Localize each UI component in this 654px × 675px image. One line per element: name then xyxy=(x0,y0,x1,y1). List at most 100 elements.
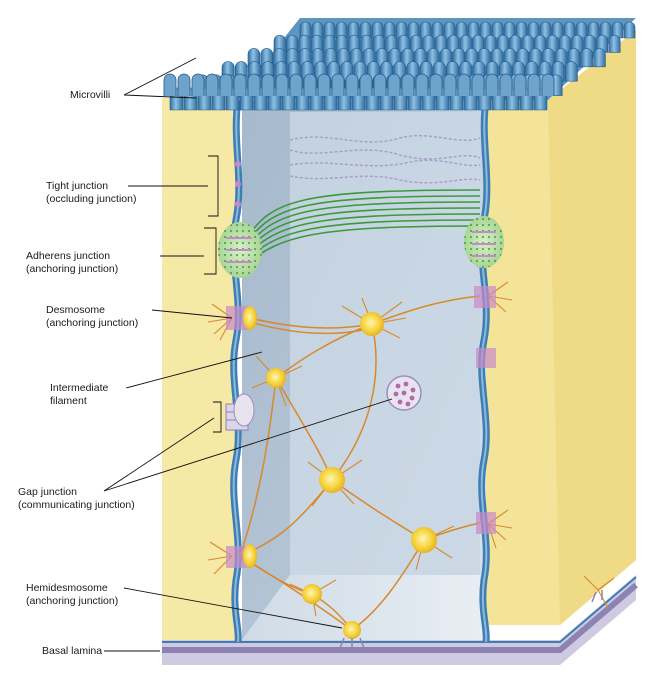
microvillus xyxy=(360,34,373,53)
microvillus xyxy=(311,21,324,39)
microvillus xyxy=(345,73,359,96)
microvillus xyxy=(527,73,541,96)
adherens-junction-subtitle: (anchoring junction) xyxy=(26,263,119,275)
microvillus xyxy=(593,48,606,68)
microvillus xyxy=(546,34,559,53)
microvillus xyxy=(527,21,540,39)
microvillus xyxy=(431,21,444,39)
hemidesmosome-anchors xyxy=(339,590,603,649)
microvillus xyxy=(298,34,311,53)
left-cell-face xyxy=(162,98,236,650)
microvilli-group xyxy=(163,21,636,111)
microvillus xyxy=(491,21,504,39)
microvillus xyxy=(371,21,384,39)
label-basal-lamina: Basal lamina xyxy=(42,645,103,657)
gap-junction-subtitle: (communicating junction) xyxy=(18,499,135,511)
microvillus xyxy=(485,73,499,96)
label-gap-junction: Gap junction (communicating junction) xyxy=(18,486,135,512)
label-microvilli: Microvilli xyxy=(70,89,111,101)
microvillus xyxy=(163,73,177,96)
gap-junction-title: Gap junction xyxy=(18,486,77,498)
back-wall xyxy=(290,112,480,575)
filament-sprays xyxy=(207,281,615,617)
microvillus xyxy=(310,34,323,53)
tight-junction-proteins xyxy=(235,161,241,207)
microvillus xyxy=(373,73,387,96)
microvillus xyxy=(191,73,205,96)
microvillus xyxy=(422,34,435,53)
microvillus xyxy=(219,73,233,96)
microvillus xyxy=(587,21,600,39)
microvillus xyxy=(623,21,636,39)
label-desmosome: Desmosome (anchoring junction) xyxy=(46,304,138,330)
microvillus xyxy=(455,21,468,39)
microvillus xyxy=(443,73,457,96)
leader-lines xyxy=(103,57,393,652)
microvillus xyxy=(286,34,299,53)
microvillus xyxy=(177,73,191,96)
tight-junction-subtitle: (occluding junction) xyxy=(46,193,137,205)
microvillus xyxy=(335,21,348,39)
microvillus xyxy=(233,73,247,96)
microvillus xyxy=(583,34,596,53)
microvillus xyxy=(539,21,552,39)
microvillus xyxy=(261,73,275,96)
microvillus xyxy=(534,34,547,53)
hemidesmosome-title: Hemidesmosome xyxy=(26,582,108,594)
microvillus xyxy=(541,73,555,96)
microvillus xyxy=(359,73,373,96)
desmosome-title: Desmosome xyxy=(46,304,105,316)
microvillus xyxy=(509,34,522,53)
microvillus xyxy=(289,73,303,96)
microvillus xyxy=(459,34,472,53)
label-tight-junction: Tight junction (occluding junction) xyxy=(46,180,136,206)
microvillus xyxy=(558,34,571,53)
intermediate-filament-line1: Intermediate xyxy=(50,382,109,394)
microvillus xyxy=(457,73,471,96)
desmosome-subtitle: (anchoring junction) xyxy=(46,317,139,329)
adherens-junction-title: Adherens junction xyxy=(26,250,111,262)
microvillus xyxy=(551,21,564,39)
tight-junction-strands xyxy=(289,134,481,184)
microvillus xyxy=(479,21,492,39)
intermediate-filament-line2: filament xyxy=(50,395,87,407)
microvillus xyxy=(513,73,527,96)
microvillus xyxy=(484,34,497,53)
microvillus xyxy=(397,34,410,53)
microvillus xyxy=(372,34,385,53)
microvillus xyxy=(443,21,456,39)
basal-lamina-line xyxy=(162,582,638,653)
microvillus xyxy=(383,21,396,39)
microvillus xyxy=(563,21,576,39)
microvillus xyxy=(359,21,372,39)
microvillus xyxy=(434,34,447,53)
microvillus xyxy=(410,34,423,53)
microvillus xyxy=(401,73,415,96)
microvillus xyxy=(496,34,509,53)
microvillus xyxy=(323,34,336,53)
filament-plaques xyxy=(243,306,437,639)
microvillus xyxy=(273,34,286,53)
hemidesmosome-subtitle: (anchoring junction) xyxy=(26,595,119,607)
microvillus xyxy=(419,21,432,39)
microvillus xyxy=(385,34,398,53)
microvillus xyxy=(247,73,261,96)
microvillus xyxy=(608,34,621,53)
microvillus xyxy=(303,73,317,96)
microvillus xyxy=(299,21,312,39)
microvillus xyxy=(596,34,609,53)
label-adherens-junction: Adherens junction (anchoring junction) xyxy=(26,250,118,276)
microvillus xyxy=(571,34,584,53)
right-cell-side xyxy=(548,30,636,625)
microvillus xyxy=(331,73,345,96)
label-hemidesmosome: Hemidesmosome (anchoring junction) xyxy=(26,582,118,608)
microvillus xyxy=(471,73,485,96)
microvillus xyxy=(515,21,528,39)
microvillus xyxy=(387,73,401,96)
tight-junction-title: Tight junction xyxy=(46,180,109,192)
microvillus xyxy=(580,48,593,68)
microvillus xyxy=(205,73,219,96)
microvillus xyxy=(499,73,513,96)
microvillus xyxy=(395,21,408,39)
